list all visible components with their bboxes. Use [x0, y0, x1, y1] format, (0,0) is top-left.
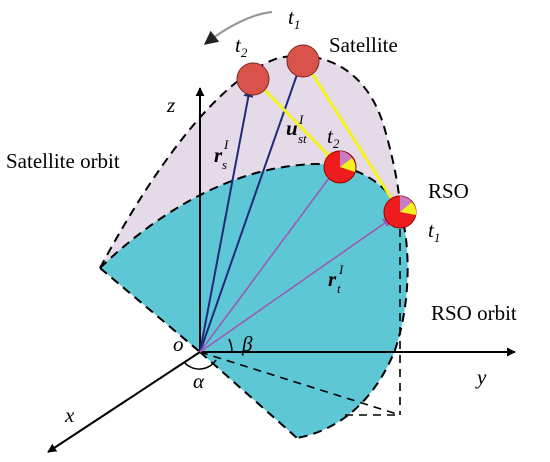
rso-orbit-arc: [99, 163, 409, 439]
coordinate-axes: [47, 87, 516, 453]
rso-marker-t1-wedge: [400, 196, 412, 212]
satellite-markers: [236, 44, 320, 96]
svg-text:r: r: [328, 267, 337, 291]
vector-rs-t2: [199, 87, 254, 353]
satellite-marker-t2: [236, 62, 270, 96]
satellite-position-vectors: [199, 65, 302, 353]
projection-lines: [199, 215, 401, 416]
vector-rt-label: r t I: [328, 262, 344, 296]
line-of-sight-vectors: [253, 61, 399, 208]
svg-text:t: t: [337, 281, 341, 296]
satellite-label: Satellite: [329, 33, 398, 57]
t1-satellite-label: t1: [288, 5, 300, 32]
vector-rs-t1: [199, 65, 302, 353]
rso-label: RSO: [428, 179, 469, 203]
rso-orbit-edge-left: [99, 267, 201, 353]
svg-text:s: s: [222, 157, 227, 172]
svg-text:I: I: [298, 112, 304, 127]
angle-beta-label: β: [241, 332, 253, 356]
origin-label: o: [173, 332, 184, 356]
rso-orbit-surface: [100, 164, 408, 438]
satellite-orbit-label: Satellite orbit: [6, 149, 120, 173]
rso-orbit-edge-bottom: [199, 351, 298, 439]
x-axis: [47, 351, 201, 453]
vector-ust-t1: [303, 61, 399, 208]
rso-marker-t1-wedge2: [400, 202, 417, 215]
satellite-marker-t1: [286, 44, 320, 78]
vector-rs-label: r s I: [214, 137, 229, 172]
vector-ust-t2: [253, 78, 337, 164]
axis-z-label: z: [166, 93, 175, 117]
vector-ust-label: u st I: [286, 112, 307, 146]
vector-rt-t1: [199, 217, 393, 353]
rso-markers: [323, 150, 417, 229]
beta-arc: [228, 338, 233, 353]
satellite-orbit-surface: [100, 55, 400, 268]
satellite-orbit-boundary: [99, 54, 401, 269]
angle-arcs: [183, 338, 233, 370]
rso-marker-t2-wedge: [340, 151, 352, 167]
axis-y-label: y: [475, 365, 487, 389]
t2-rso-label: t2: [327, 124, 340, 151]
svg-text:I: I: [338, 262, 344, 277]
alpha-arc: [183, 359, 217, 370]
projection-ground: [199, 351, 401, 416]
vector-rt-t2: [199, 169, 336, 353]
svg-text:r: r: [214, 143, 223, 167]
orbit-boundaries: [99, 54, 409, 439]
axis-x-label: x: [64, 403, 75, 427]
t1-rso-label: t1: [428, 218, 440, 245]
svg-text:I: I: [223, 137, 229, 152]
rso-position-vectors: [199, 169, 393, 353]
angle-alpha-label: α: [193, 369, 205, 393]
t2-satellite-label: t2: [235, 33, 248, 60]
rso-orbit-label: RSO orbit: [431, 301, 517, 325]
svg-text:u: u: [286, 116, 298, 140]
motion-direction-arrow: [203, 10, 273, 45]
svg-text:st: st: [298, 131, 307, 146]
rso-marker-t2-wedge2: [340, 158, 356, 172]
